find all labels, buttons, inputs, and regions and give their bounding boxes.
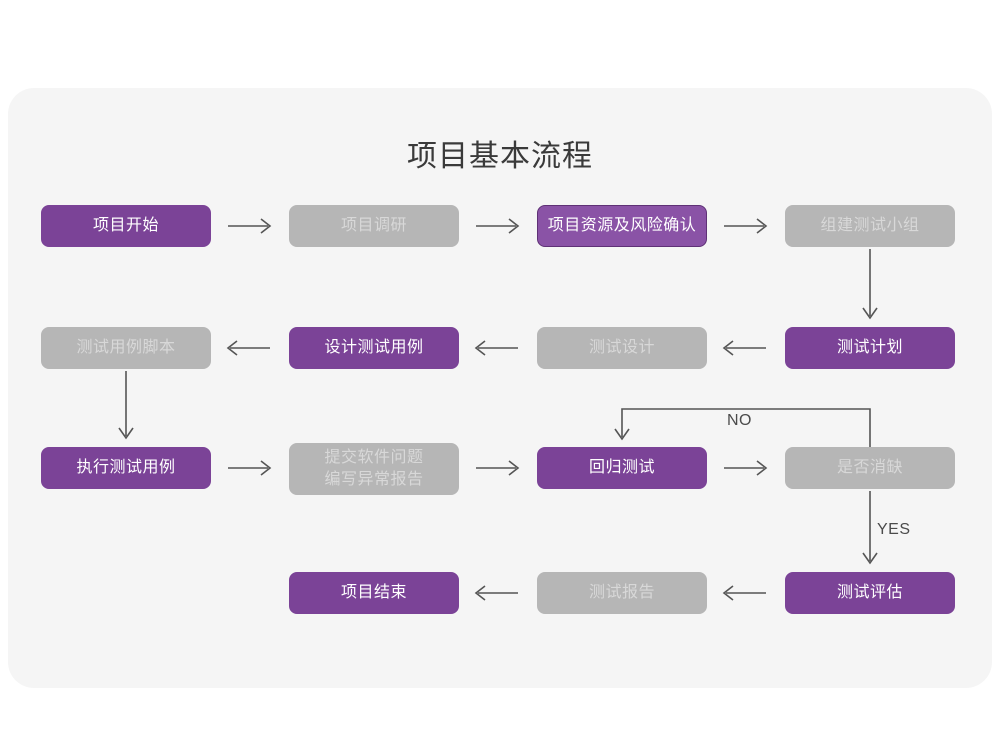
edge-n1-n2 bbox=[228, 218, 272, 234]
edge-n11-n12 bbox=[724, 460, 768, 476]
node-submit-defects-report[interactable]: 提交软件问题 编写异常报告 bbox=[289, 443, 459, 495]
node-project-research[interactable]: 项目调研 bbox=[289, 205, 459, 247]
node-test-case-script[interactable]: 测试用例脚本 bbox=[41, 327, 211, 369]
edge-label-no: NO bbox=[727, 412, 752, 429]
node-regression-test[interactable]: 回归测试 bbox=[537, 447, 707, 489]
edge-n15-n14 bbox=[722, 585, 766, 601]
edge-n9-n10 bbox=[228, 460, 272, 476]
edge-label-yes: YES bbox=[877, 521, 911, 538]
edge-n6-n5 bbox=[226, 340, 270, 356]
edge-n14-n13 bbox=[474, 585, 518, 601]
node-test-design[interactable]: 测试设计 bbox=[537, 327, 707, 369]
node-design-test-cases[interactable]: 设计测试用例 bbox=[289, 327, 459, 369]
node-resource-risk-confirm[interactable]: 项目资源及风险确认 bbox=[537, 205, 707, 247]
edge-yes bbox=[862, 491, 878, 565]
node-test-report[interactable]: 测试报告 bbox=[537, 572, 707, 614]
node-test-plan[interactable]: 测试计划 bbox=[785, 327, 955, 369]
edge-n4-n8 bbox=[862, 249, 878, 320]
edge-n5-n9 bbox=[118, 371, 134, 440]
page-title: 项目基本流程 bbox=[407, 140, 593, 173]
node-execute-test-cases[interactable]: 执行测试用例 bbox=[41, 447, 211, 489]
edge-n3-n4 bbox=[724, 218, 768, 234]
edge-n7-n6 bbox=[474, 340, 518, 356]
node-defects-cleared[interactable]: 是否消缺 bbox=[785, 447, 955, 489]
node-test-evaluation[interactable]: 测试评估 bbox=[785, 572, 955, 614]
edge-n10-n11 bbox=[476, 460, 520, 476]
node-project-start[interactable]: 项目开始 bbox=[41, 205, 211, 247]
edge-n8-n7 bbox=[722, 340, 766, 356]
node-form-test-team[interactable]: 组建测试小组 bbox=[785, 205, 955, 247]
edge-n2-n3 bbox=[476, 218, 520, 234]
node-project-end[interactable]: 项目结束 bbox=[289, 572, 459, 614]
